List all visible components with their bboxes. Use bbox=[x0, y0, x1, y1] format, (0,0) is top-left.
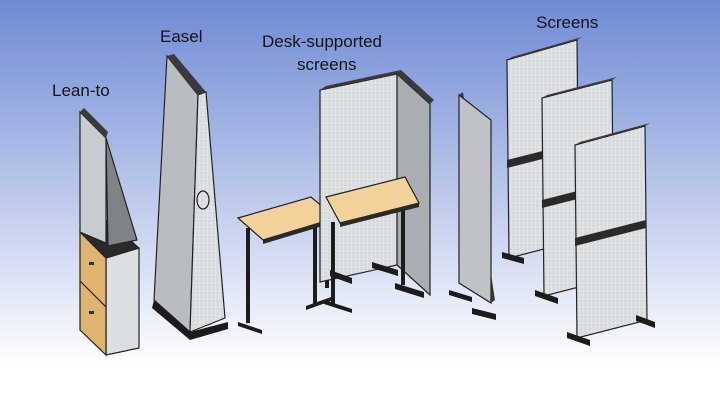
desk-supported-label-line2: screens bbox=[297, 55, 357, 74]
lean-to-label: Lean-to bbox=[52, 81, 110, 100]
lean-to-leaning-panel bbox=[105, 137, 138, 247]
desk-screen-side-edge bbox=[397, 70, 434, 104]
screens-unit: Screens bbox=[502, 13, 655, 346]
desk-screen-foot-2 bbox=[372, 262, 398, 276]
desk-right-leg-front bbox=[331, 222, 335, 304]
easel-top-edge bbox=[167, 54, 206, 95]
screen-panel-3-rail bbox=[575, 220, 646, 246]
screen-panel-2-foot bbox=[535, 290, 558, 304]
desk-right-top-edge bbox=[340, 203, 419, 227]
desk-left-leg-front bbox=[246, 228, 250, 323]
lean-to-unit: Lean-to bbox=[52, 81, 140, 357]
screen-panel-3-top-edge bbox=[575, 123, 650, 145]
lean-to-drawer-handle-bottom bbox=[89, 311, 94, 314]
standing-panel-foot-1 bbox=[449, 290, 472, 302]
easel-hinge bbox=[196, 190, 210, 210]
desk-left-foot-front bbox=[238, 322, 262, 334]
standing-panel-foot-2 bbox=[472, 308, 496, 320]
desk-left bbox=[236, 196, 338, 334]
desk-right-leg-right bbox=[401, 210, 405, 285]
easel-base bbox=[152, 300, 228, 340]
desk-screen-foot-1 bbox=[330, 270, 352, 284]
desk-screen-foot-3 bbox=[395, 283, 424, 298]
lean-to-panel-edge bbox=[80, 108, 108, 138]
screen-panel-3-foot-right bbox=[636, 315, 655, 328]
desk-right-foot bbox=[324, 300, 352, 313]
lean-to-drawer-handle-top bbox=[89, 262, 94, 265]
screens-label: Screens bbox=[536, 13, 598, 32]
desk-left-leg-right bbox=[313, 218, 317, 306]
standing-panel-face bbox=[458, 93, 492, 305]
screen-panel-1-top-edge bbox=[507, 37, 582, 60]
lean-to-cabinet-side bbox=[105, 247, 140, 356]
lean-to-drawer-divider bbox=[79, 280, 107, 308]
screen-panel-2-top-edge bbox=[542, 77, 617, 98]
screen-panel-3-foot-left bbox=[567, 332, 590, 346]
standing-panel-unit bbox=[449, 92, 496, 320]
desk-supported-screen-unit: Desk-supported screens bbox=[262, 32, 434, 313]
screen-panel-1-foot bbox=[502, 252, 524, 264]
easel-unit: Easel bbox=[152, 27, 228, 340]
desk-left-foot-right bbox=[306, 296, 334, 310]
easel-label: Easel bbox=[160, 27, 203, 46]
desk-left-top-edge bbox=[263, 218, 336, 244]
desk-supported-label-line1: Desk-supported bbox=[262, 32, 382, 51]
desk-screen-top-edge bbox=[320, 70, 401, 90]
